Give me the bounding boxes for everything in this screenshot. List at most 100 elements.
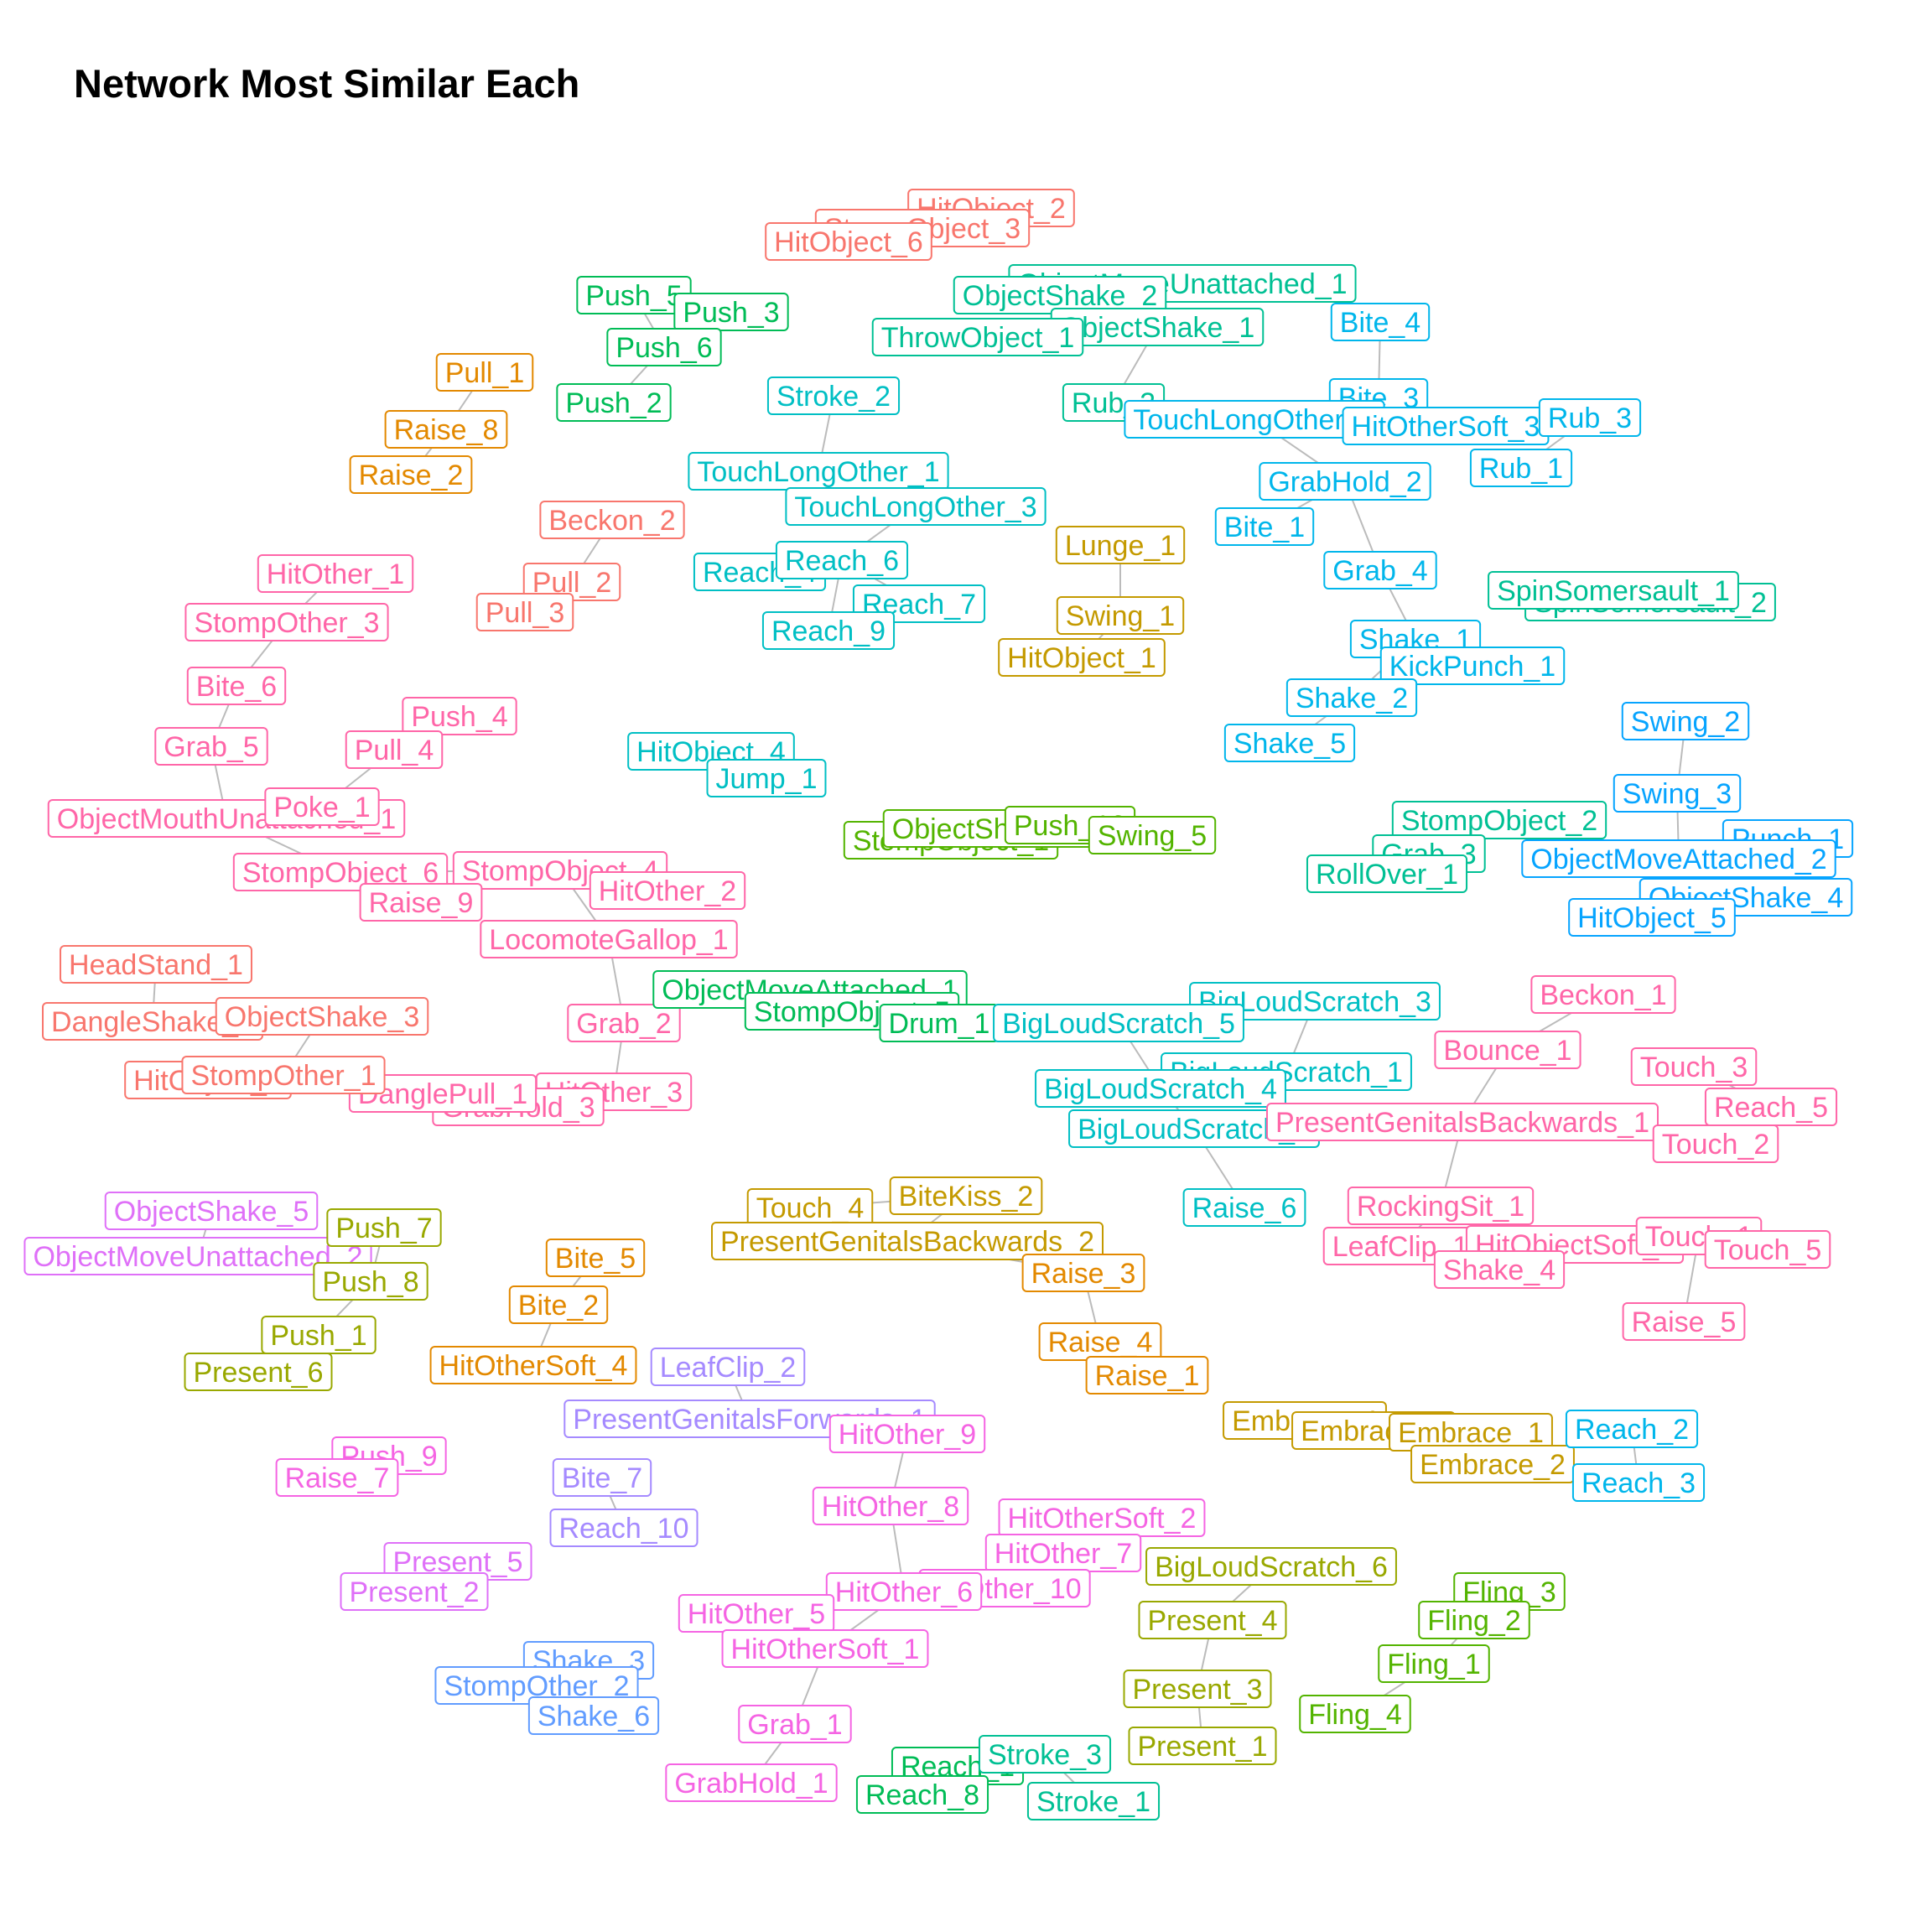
node-label: BiteKiss_2 [899,1181,1034,1213]
node-Raise_7: Raise_7 [275,1458,399,1497]
node-box [402,697,517,735]
node-label: Touch_5 [1714,1234,1822,1266]
node-box [721,1629,929,1668]
node-box [475,593,574,631]
node-box [1469,449,1573,487]
node-Shake_4: Shake_4 [1433,1250,1566,1289]
node-LeafClip_1: LeafClip_1 [1322,1227,1478,1265]
node-box [978,1735,1112,1774]
node-label: ObjectMoveAttached_2 [1530,844,1826,875]
node-label: Present_2 [350,1576,480,1608]
node-Shake_2: Shake_2 [1285,678,1418,717]
node-label: Shake_4 [1443,1254,1555,1286]
node-HitOther_1: HitOther_1 [257,554,414,593]
node-box [828,1415,986,1453]
node-Pull_3: Pull_3 [475,593,574,631]
node-label: Bite_4 [1340,307,1420,339]
node-StompOther_3: StompOther_3 [184,603,389,641]
node-box [1189,982,1441,1021]
node-Raise_4: Raise_4 [1038,1322,1162,1361]
node-Push_3: Push_3 [673,293,789,331]
node-box [1621,702,1750,740]
node-box [340,1572,489,1611]
node-label: Reach_10 [558,1513,688,1545]
node-Raise_1: Raise_1 [1085,1356,1209,1394]
node-label: HitOtherSoft_4 [439,1350,628,1382]
node-label: Reach_8 [865,1779,979,1811]
node-box [345,730,444,769]
node-box [359,883,483,922]
node-box [825,1572,983,1611]
node-label: HitObject_6 [774,226,923,258]
node-box [1391,801,1607,839]
node-label: RollOver_1 [1316,859,1458,891]
node-box [549,1509,699,1547]
node-box [1613,774,1742,813]
node-label: ObjectShake_2 [963,280,1158,312]
node-Reach_9: Reach_9 [761,611,896,650]
node-BigLoudScratch_6: BigLoudScratch_6 [1145,1547,1397,1586]
node-box [1021,1254,1145,1292]
node-label: Raise_8 [394,414,499,446]
node-Push_5: Push_5 [576,276,692,314]
node-label: Poke_1 [273,792,370,823]
node-Raise_2: Raise_2 [349,455,473,494]
node-label: Bounce_1 [1443,1035,1571,1067]
node-box [1571,1463,1706,1502]
node-label: Fling_4 [1308,1699,1402,1731]
node-Stroke_2: Stroke_2 [766,377,901,415]
node-HitOtherSoft_3: HitOtherSoft_3 [1342,407,1550,445]
node-TouchLongOther_2: TouchLongOther_2 [1124,400,1385,439]
nodes-layer: HitObject_2StompObject_3HitObject_6Push_… [23,189,1854,1820]
node-label: Fling_2 [1427,1605,1521,1637]
node-Reach_2: Reach_2 [1565,1410,1699,1448]
node-label: Reach_2 [1575,1414,1689,1446]
node-Rub_3: Rub_3 [1538,398,1642,437]
node-label: Present_1 [1138,1731,1268,1763]
node-label: Pull_3 [486,597,565,629]
node-label: Push_6 [615,332,712,364]
node-Shake_5: Shake_5 [1223,724,1356,762]
node-BigLoudScratch_4: BigLoudScratch_4 [1035,1069,1286,1108]
node-label: Pull_1 [445,357,525,389]
node-box [1418,1601,1530,1639]
node-label: Grab_4 [1332,555,1427,587]
node-label: Raise_3 [1031,1258,1136,1290]
node-Push_7: Push_7 [326,1208,442,1247]
node-box [1622,1302,1746,1341]
node-label: Present_3 [1133,1674,1263,1706]
node-box [1347,1187,1535,1225]
node-ObjectMoveAttached_2: ObjectMoveAttached_2 [1521,839,1836,878]
node-box [1035,1069,1286,1108]
node-label: HitOtherSoft_3 [1352,411,1540,443]
node-SpinSomersault_1: SpinSomersault_1 [1488,571,1739,610]
node-Bounce_1: Bounce_1 [1434,1031,1581,1069]
node-label: HitOther_1 [267,558,404,590]
node-box [1565,1410,1699,1448]
node-label: Shake_5 [1233,728,1346,760]
node-label: Push_7 [335,1213,432,1244]
node-Bite_4: Bite_4 [1330,303,1431,341]
node-Touch_4: Touch_4 [746,1188,874,1227]
node-label: Jump_1 [716,763,818,795]
node-label: LocomoteGallop_1 [489,924,728,956]
node-HitOtherSoft_2: HitOtherSoft_2 [998,1498,1206,1537]
node-TouchLongOther_1: TouchLongOther_1 [688,452,949,491]
node-box [1378,1644,1490,1683]
node-label: HitOtherSoft_1 [731,1633,920,1665]
node-ObjectMoveUnattached_2: ObjectMoveUnattached_2 [23,1237,372,1275]
node-Grab_4: Grab_4 [1323,551,1437,589]
node-box [1088,816,1217,854]
node-label: Raise_2 [359,460,464,491]
node-box [552,1458,652,1497]
node-box [23,1237,372,1275]
node-box [1433,1250,1566,1289]
node-Reach_5: Reach_5 [1704,1088,1838,1126]
node-Drum_1: Drum_1 [879,1004,1000,1042]
node-Swing_1: Swing_1 [1056,596,1185,635]
node-ObjectShake_3: ObjectShake_3 [215,997,429,1036]
node-box [181,1056,386,1094]
node-label: Embrace_2 [1420,1449,1566,1481]
node-label: Grab_1 [747,1709,842,1741]
node-Swing_2: Swing_2 [1621,702,1750,740]
